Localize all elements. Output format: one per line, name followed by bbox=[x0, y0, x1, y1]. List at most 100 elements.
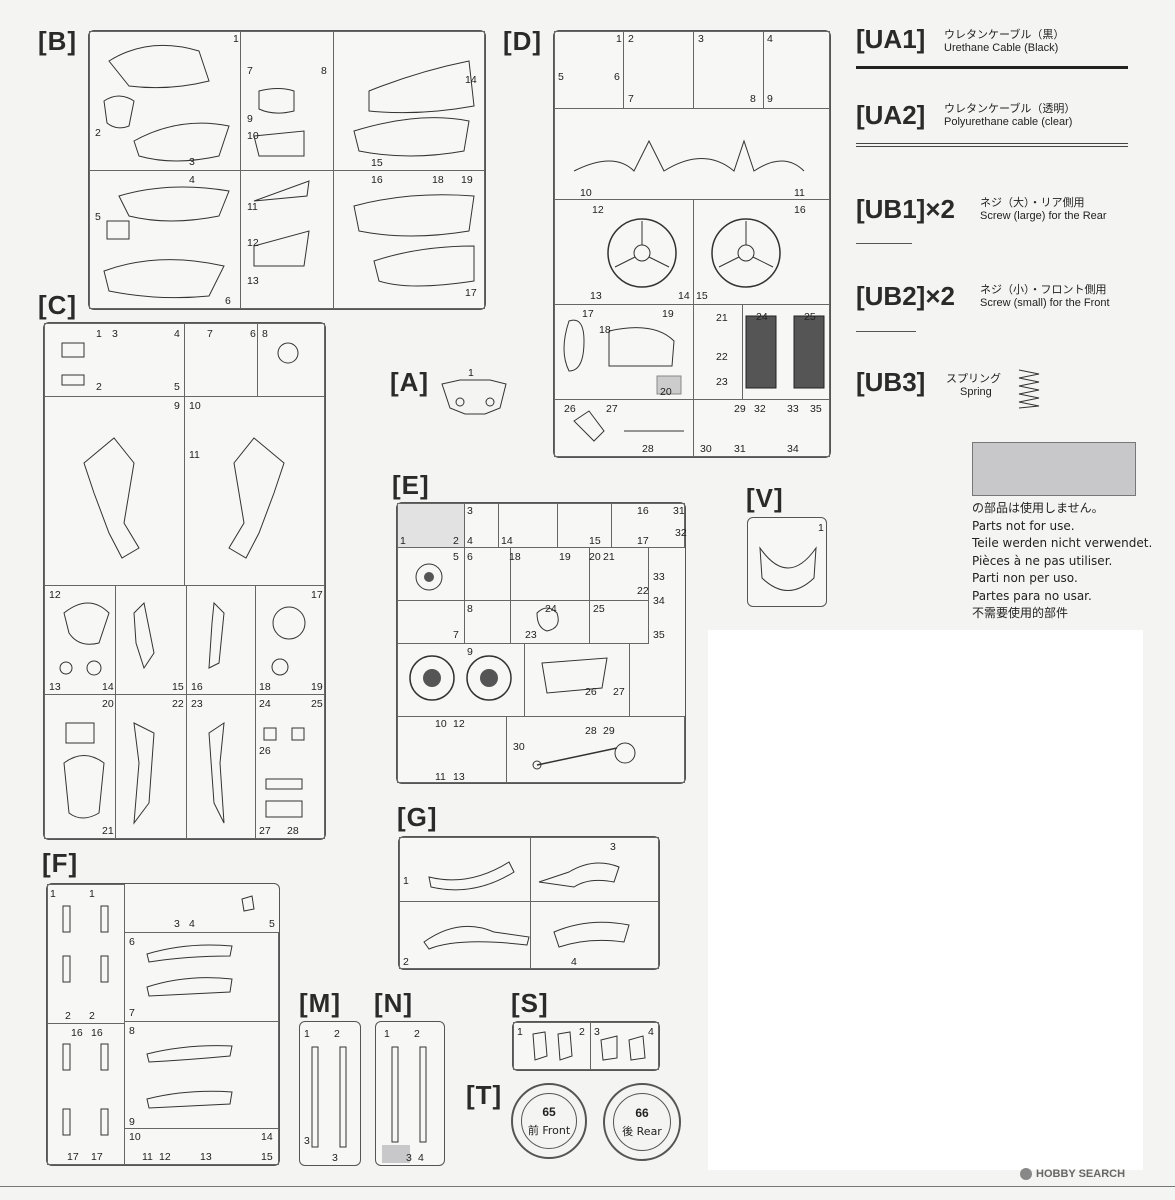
part-num: 11 bbox=[189, 449, 200, 461]
part-num: 6 bbox=[250, 328, 256, 340]
part-num: 10 bbox=[435, 718, 447, 730]
sprue-m-label: [M] bbox=[299, 988, 341, 1018]
ua1-cable bbox=[856, 66, 1128, 69]
sprue-v-label: [V] bbox=[746, 483, 784, 513]
part-num: 22 bbox=[716, 351, 728, 363]
part-num: 12 bbox=[453, 718, 465, 730]
part-num: 1 bbox=[304, 1028, 310, 1040]
part-num: 32 bbox=[754, 403, 766, 415]
part-num: 21 bbox=[603, 551, 615, 563]
part-num: 3 bbox=[610, 841, 616, 853]
part-num: 2 bbox=[403, 956, 409, 968]
part-num: 11 bbox=[794, 187, 805, 199]
part-num: 35 bbox=[810, 403, 822, 415]
part-num: 4 bbox=[571, 956, 577, 968]
caliper-part bbox=[532, 1031, 646, 1061]
part-num: 3 bbox=[406, 1152, 412, 1164]
not-used-highlight bbox=[382, 1145, 410, 1163]
part-num: 14 bbox=[261, 1131, 273, 1143]
part-num: 15 bbox=[172, 681, 184, 693]
ub2-jp: ネジ（小）・フロント側用 bbox=[980, 283, 1107, 296]
part-num: 1 bbox=[403, 875, 409, 887]
part-num: 1 bbox=[233, 33, 239, 45]
part-num: 15 bbox=[261, 1151, 273, 1163]
sprue-g-label: [G] bbox=[397, 802, 438, 832]
part-num: 25 bbox=[804, 311, 816, 323]
front-tire: 65 前 Front bbox=[511, 1083, 587, 1159]
part-num: 25 bbox=[593, 603, 605, 615]
note-line: Parti non per uso. bbox=[972, 571, 1078, 585]
part-num: 13 bbox=[200, 1151, 212, 1163]
part-num: 16 bbox=[191, 681, 203, 693]
part-num: 1 bbox=[468, 367, 474, 379]
part-num: 5 bbox=[558, 71, 564, 83]
sprue-d-label: [D] bbox=[503, 26, 543, 56]
not-used-swatch bbox=[972, 442, 1136, 496]
part-num: 4 bbox=[418, 1152, 424, 1164]
part-num: 33 bbox=[787, 403, 799, 415]
part-num: 26 bbox=[259, 745, 271, 757]
part-num: 6 bbox=[225, 295, 231, 307]
part-num: 10 bbox=[247, 130, 259, 142]
part-num: 19 bbox=[461, 174, 473, 186]
wheel-part bbox=[563, 139, 825, 442]
part-num: 8 bbox=[321, 65, 327, 77]
part-num: 15 bbox=[371, 157, 383, 169]
exhaust-part bbox=[423, 861, 630, 950]
part-num: 20 bbox=[660, 386, 672, 398]
part-num: 26 bbox=[564, 403, 576, 415]
part-num: 1 bbox=[818, 522, 824, 534]
part-num: 10 bbox=[189, 400, 201, 412]
part-num: 2 bbox=[414, 1028, 420, 1040]
part-num: 26 bbox=[585, 686, 597, 698]
part-num: 31 bbox=[673, 505, 685, 517]
part-num: 1 bbox=[96, 328, 102, 340]
note-line: Partes para no usar. bbox=[972, 588, 1092, 603]
part-num: 19 bbox=[662, 308, 674, 320]
part-num: 34 bbox=[787, 443, 799, 455]
ub1-screw bbox=[856, 243, 912, 244]
part-num: 14 bbox=[501, 535, 513, 547]
part-num: 19 bbox=[559, 551, 571, 563]
part-num: 21 bbox=[716, 312, 728, 324]
part-num: 8 bbox=[262, 328, 268, 340]
ub3-en: Spring bbox=[960, 386, 992, 398]
part-num: 7 bbox=[247, 65, 253, 77]
ua2-code: [UA2] bbox=[856, 100, 926, 130]
part-num: 17 bbox=[311, 589, 323, 601]
part-num: 17 bbox=[582, 308, 594, 320]
ub3-code: [UB3] bbox=[856, 367, 926, 397]
part-num: 4 bbox=[467, 535, 473, 547]
sprue-b-frame: 1 2 3 4 5 6 7 8 9 10 11 12 13 14 15 16 1… bbox=[88, 30, 486, 310]
part-num: 4 bbox=[189, 174, 195, 186]
part-num: 9 bbox=[174, 400, 180, 412]
part-num: 1 bbox=[89, 888, 95, 900]
part-num: 5 bbox=[269, 918, 275, 930]
part-num: 2 bbox=[628, 33, 634, 45]
hobby-search-logo-icon bbox=[1020, 1168, 1032, 1181]
part-num: 3 bbox=[189, 156, 195, 168]
part-num: 29 bbox=[603, 725, 615, 737]
sprue-c-frame: 1 2 3 4 5 6 7 8 9 10 11 12 13 14 15 16 1… bbox=[43, 322, 326, 840]
sprue-f-frame: 1 1 2 2 3 4 5 6 7 8 9 10 11 12 13 14 15 … bbox=[46, 883, 280, 1166]
part-num: 7 bbox=[453, 629, 459, 641]
tire-rim bbox=[521, 1093, 577, 1149]
windscreen-part bbox=[759, 546, 817, 591]
part-num: 4 bbox=[174, 328, 180, 340]
note-line: Teile werden nicht verwendet. bbox=[972, 536, 1153, 550]
part-num: 11 bbox=[435, 771, 446, 783]
part-num: 12 bbox=[49, 589, 61, 601]
rear-tire-label: 後 Rear bbox=[622, 1125, 662, 1138]
part-num: 3 bbox=[332, 1152, 338, 1164]
part-num: 24 bbox=[545, 603, 557, 615]
sprue-a-label: [A] bbox=[390, 367, 430, 397]
part-num: 27 bbox=[259, 825, 271, 837]
part-num: 13 bbox=[49, 681, 61, 693]
part-num: 19 bbox=[311, 681, 323, 693]
part-num: 17 bbox=[465, 287, 477, 299]
part-num: 20 bbox=[589, 551, 601, 563]
part-num: 4 bbox=[648, 1026, 654, 1038]
part-num: 28 bbox=[287, 825, 299, 837]
part-num: 9 bbox=[129, 1116, 135, 1128]
part-num: 2 bbox=[89, 1010, 95, 1022]
